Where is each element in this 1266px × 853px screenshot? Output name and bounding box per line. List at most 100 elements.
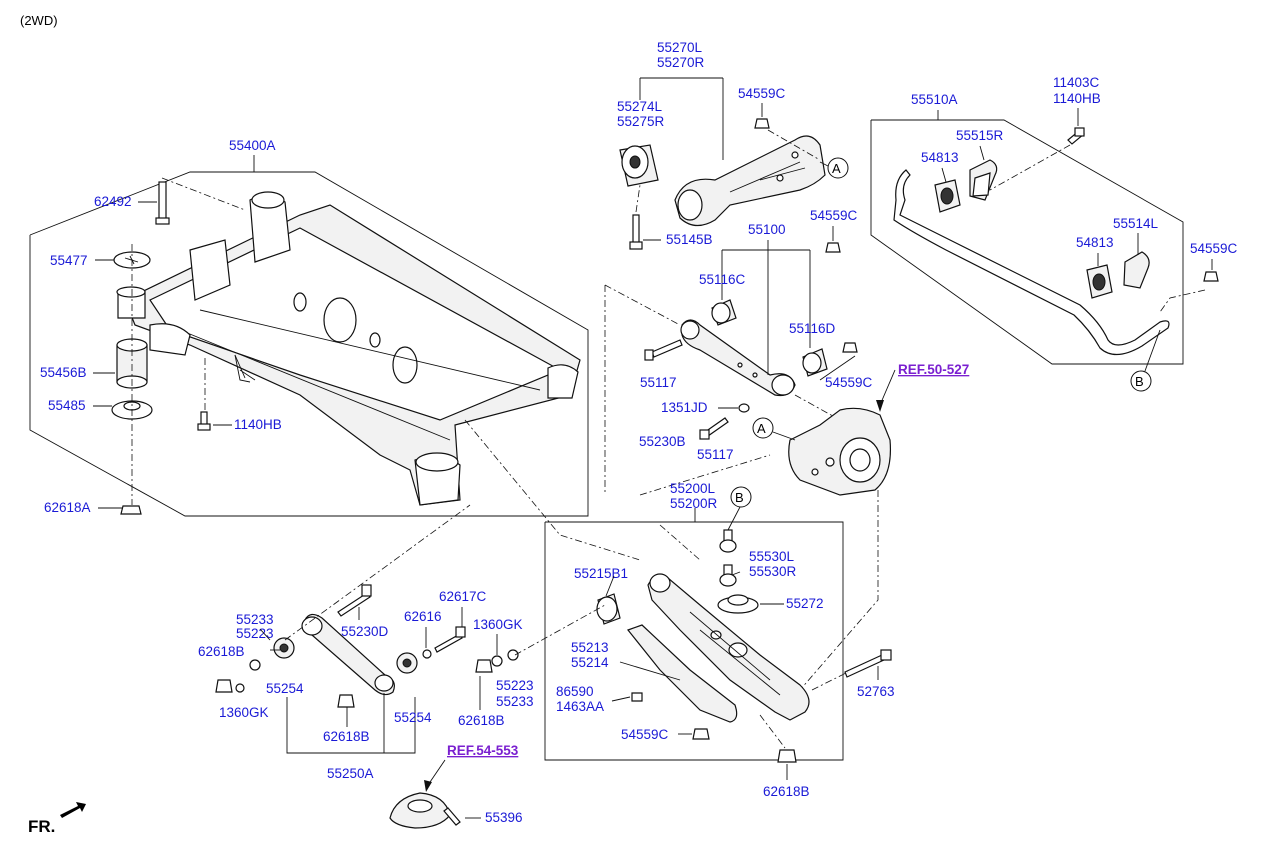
label-55250a: 55250A <box>327 766 374 781</box>
cover-55396-drawing <box>389 792 461 829</box>
crossmember-group-box <box>29 171 589 517</box>
trailing-nut-guide <box>767 129 821 161</box>
lower-arm-group-box <box>544 521 844 761</box>
label-55116d: 55116D <box>789 321 836 336</box>
label-55275r: 55275R <box>617 114 665 129</box>
callout-a-top-leader <box>819 161 829 167</box>
front-direction-label: FR. <box>28 817 55 836</box>
ref-knuckle-link[interactable]: REF.50-527 <box>898 362 969 377</box>
callout-b-lower <box>730 486 752 508</box>
washers-assist-drawing <box>215 649 519 708</box>
nut-62618b-lower-drawing <box>777 749 797 763</box>
nut-54559c-lower-drawing <box>692 728 710 740</box>
callout-a-top-label: A <box>832 161 841 176</box>
label-55254-b: 55254 <box>394 710 432 725</box>
label-55270l: 55270L <box>657 40 703 55</box>
label-55272: 55272 <box>786 596 824 611</box>
callout-a-knuckle-leader <box>772 431 796 441</box>
label-55223-b: 55223 <box>496 678 534 693</box>
callout-a-knuckle <box>752 417 774 439</box>
front-arrow-icon <box>60 802 86 818</box>
nut-54559c-top-drawing <box>754 118 770 129</box>
label-55213: 55213 <box>571 640 609 655</box>
bolt-55117-lower-drawing <box>699 417 729 440</box>
label-11403c: 11403C <box>1053 75 1100 90</box>
ref-arm-cover-arrow-icon <box>424 780 432 792</box>
lower-arm-drawing <box>647 573 810 721</box>
label-55530l: 55530L <box>749 549 795 564</box>
ref-knuckle-arrow-icon <box>876 400 884 412</box>
bushing-55274l-drawing <box>619 144 659 187</box>
stabilizer-group-box <box>870 119 1184 365</box>
label-62618b-a: 62618B <box>198 644 245 659</box>
label-crossmember: 55400A <box>229 138 276 153</box>
assist-arm-leader <box>286 693 416 754</box>
upper-arm-drawing <box>680 319 796 397</box>
label-leaders <box>93 103 1213 819</box>
label-55396: 55396 <box>485 810 523 825</box>
label-54813-a: 54813 <box>921 150 959 165</box>
label-54559c-d: 54559C <box>1190 241 1238 256</box>
bracket-55515r-drawing <box>969 159 998 201</box>
nut-54559c-upper-drawing <box>825 242 858 353</box>
label-55477: 55477 <box>50 253 88 268</box>
mount-upper-drawing <box>116 286 146 319</box>
trailing-arm-drawing <box>674 135 826 227</box>
stab-nut-guide <box>1159 289 1206 313</box>
upper-arm-guide <box>604 284 841 421</box>
ref-arm-cover-link[interactable]: REF.54-553 <box>447 743 519 758</box>
label-55117-a: 55117 <box>640 375 677 390</box>
label-62618a: 62618A <box>44 500 91 515</box>
cover-55213-drawing <box>627 624 738 723</box>
bolt-1140hb-drawing <box>197 411 211 431</box>
bolt-11403c-drawing <box>1067 127 1085 145</box>
bolt-52763-drawing <box>844 649 892 678</box>
label-1360gk-a: 1360GK <box>219 705 269 720</box>
label-62618b-c: 62618B <box>458 713 505 728</box>
bushing-55254-a-drawing <box>273 637 295 659</box>
label-55230d: 55230D <box>341 624 389 639</box>
bushing-55215b1-drawing <box>596 593 621 625</box>
callout-b-stab-leader <box>1144 329 1161 372</box>
label-55233-b: 55233 <box>496 694 534 709</box>
label-55510a: 55510A <box>911 92 958 107</box>
label-62492: 62492 <box>94 194 132 209</box>
label-55274l: 55274L <box>617 99 663 114</box>
crossmember-drawing <box>124 191 581 506</box>
callout-b-lower-leader <box>727 506 741 531</box>
nut-62618a-drawing <box>120 505 142 515</box>
label-55233-a: 55233 <box>236 612 274 627</box>
part-labels: 55400A 62492 55477 55456B 55485 1140HB 6… <box>40 40 1238 825</box>
callout-a-top <box>827 157 849 179</box>
label-55215b1: 55215B1 <box>574 566 628 581</box>
nut-54559c-stab-drawing <box>1203 271 1219 282</box>
label-54559c-a: 54559C <box>738 86 786 101</box>
bushing-55254-b-drawing <box>396 652 418 674</box>
bushing-54813-a-drawing <box>934 179 961 213</box>
upper-arm-leader <box>721 240 811 375</box>
bolt-55145b-drawing <box>629 214 643 250</box>
callout-b-lower-label: B <box>735 490 744 505</box>
label-55514l: 55514L <box>1113 216 1159 231</box>
label-55254-a: 55254 <box>266 681 304 696</box>
label-54559c-c: 54559C <box>825 375 873 390</box>
label-55485: 55485 <box>48 398 86 413</box>
crossmember-stud <box>234 354 251 383</box>
label-52763: 52763 <box>857 684 895 699</box>
label-55200r: 55200R <box>670 496 718 511</box>
label-62618b-b: 62618B <box>323 729 370 744</box>
seat-55272-drawing <box>717 594 759 614</box>
stab-bolt-guide <box>989 144 1071 191</box>
bushing-55116c-drawing <box>711 299 737 326</box>
label-55230b: 55230B <box>639 434 686 449</box>
label-1463aa: 1463AA <box>556 699 604 714</box>
assist-guides <box>284 504 606 656</box>
ref-arm-cover-leader <box>427 759 446 786</box>
trailing-bolt-guide <box>635 184 641 213</box>
label-55515r: 55515R <box>956 128 1004 143</box>
label-55200l: 55200L <box>670 481 716 496</box>
bushing-54813-b-drawing <box>1086 264 1113 299</box>
label-55145b: 55145B <box>666 232 713 247</box>
washer-1351jd-drawing <box>738 403 750 413</box>
